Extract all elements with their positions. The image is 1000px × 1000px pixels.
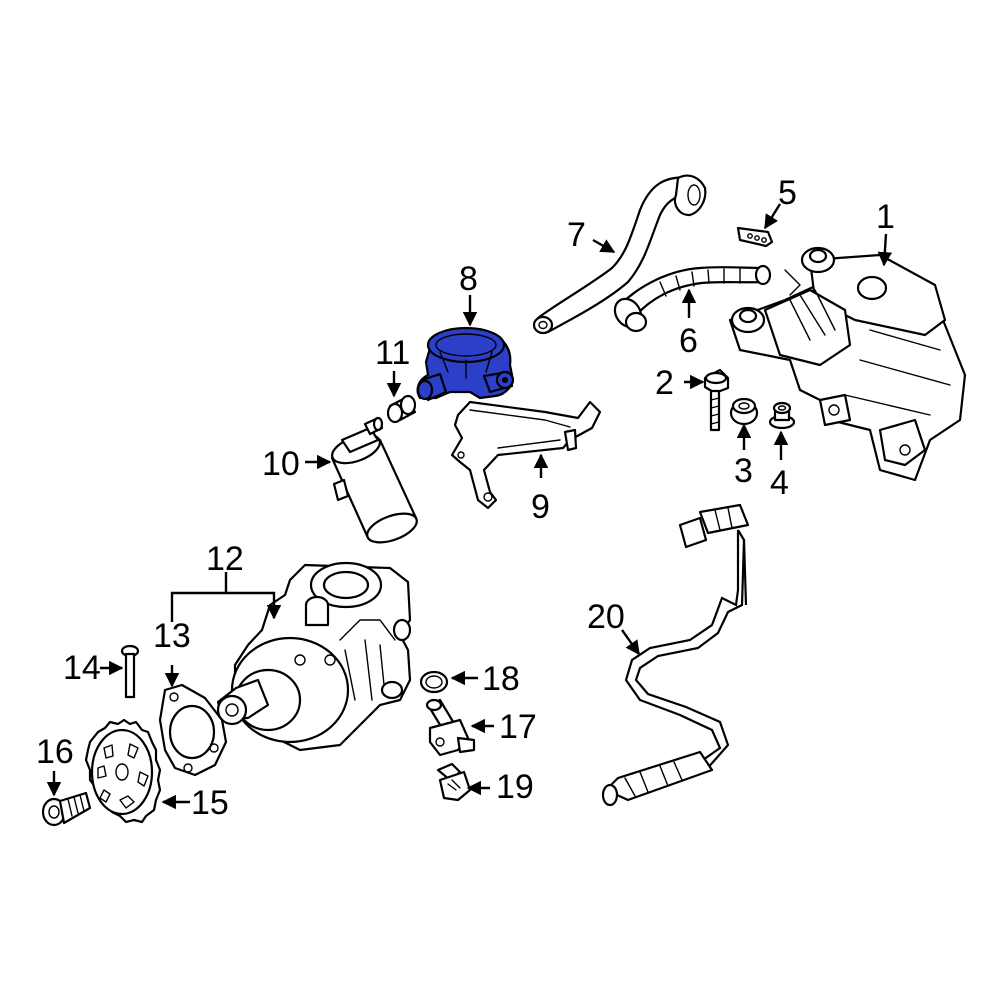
part-10-canister[interactable] [328, 416, 420, 548]
callout-17: 17 [499, 708, 537, 746]
part-11-plug[interactable] [386, 394, 417, 424]
part-5-clip[interactable] [736, 226, 774, 248]
part-12-vacuum-pump[interactable] [216, 561, 412, 752]
callout-18: 18 [482, 660, 520, 698]
callout-10: 10 [262, 445, 300, 483]
callout-12: 12 [206, 540, 244, 578]
callout-2: 2 [655, 364, 674, 402]
callout-14: 14 [63, 649, 101, 687]
part-8-valve-highlighted[interactable] [416, 326, 515, 402]
part-19-bolt[interactable] [436, 762, 472, 802]
callout-3: 3 [734, 452, 753, 490]
part-9-bracket[interactable] [450, 400, 602, 510]
part-4-bushing[interactable] [768, 401, 796, 430]
callout-6: 6 [679, 322, 698, 360]
callout-20: 20 [587, 598, 625, 636]
part-17-sensor[interactable] [425, 698, 476, 757]
callout-labels: 1 2 3 4 5 6 7 8 9 10 11 12 13 14 15 16 1… [36, 174, 895, 822]
part-18-o-ring[interactable] [419, 670, 449, 694]
part-20-oxygen-sensor[interactable] [601, 503, 750, 807]
part-16-bolt[interactable] [41, 791, 92, 827]
callout-4: 4 [770, 464, 789, 502]
callout-8: 8 [459, 260, 478, 298]
callout-13: 13 [153, 617, 191, 655]
callout-7: 7 [567, 216, 586, 254]
callout-5: 5 [778, 174, 797, 212]
part-7-hose[interactable] [532, 174, 707, 335]
callout-11: 11 [375, 334, 410, 372]
part-3-grommet[interactable] [729, 397, 759, 426]
leader-lines [46, 203, 893, 810]
callout-15: 15 [191, 784, 229, 822]
part-14-pin[interactable] [120, 644, 140, 699]
callout-9: 9 [531, 488, 550, 526]
callout-19: 19 [496, 768, 534, 806]
part-13-gasket[interactable] [158, 683, 228, 777]
part-6-hose[interactable] [610, 264, 772, 333]
part-1-assembly[interactable] [728, 246, 967, 482]
part-2-bolt[interactable] [703, 368, 730, 432]
callout-16: 16 [36, 733, 74, 771]
callout-1: 1 [876, 198, 895, 236]
part-15-sprocket[interactable] [84, 718, 162, 824]
